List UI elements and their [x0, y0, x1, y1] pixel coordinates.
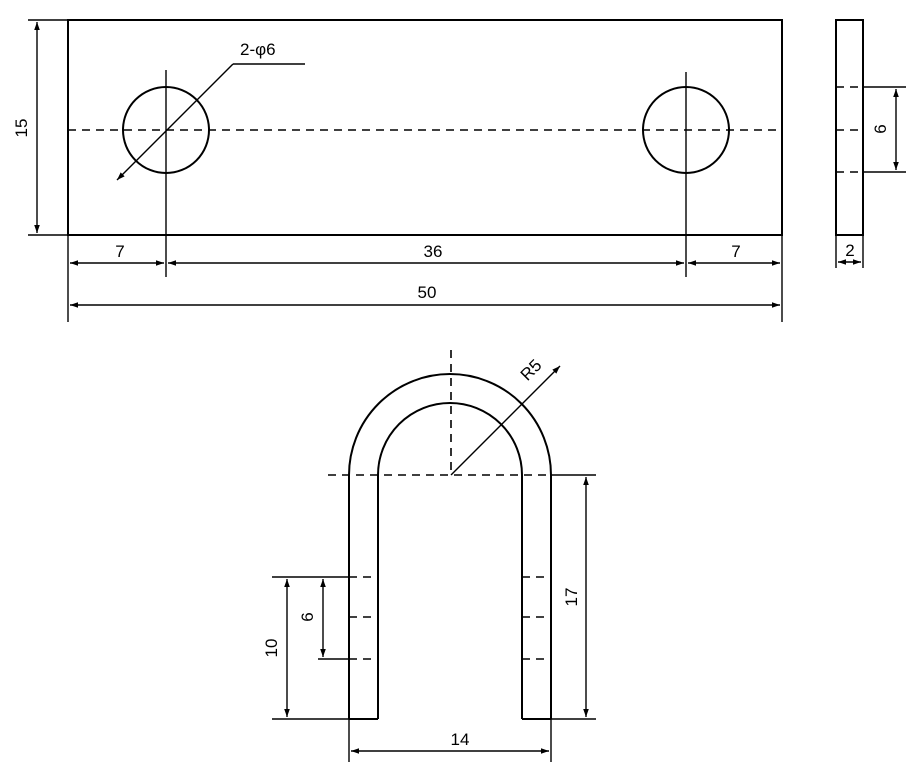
leg-slot-label: 6	[298, 612, 317, 621]
width-label: 14	[451, 730, 470, 749]
center-span-label: 36	[424, 242, 443, 261]
side-outline	[835, 19, 864, 236]
overall-length-label: 50	[418, 283, 437, 302]
side-slot-label: 6	[871, 124, 890, 133]
vertical-height-label: 17	[562, 588, 581, 607]
front-view: 2-φ6 15 7 36 7 50	[12, 19, 783, 322]
left-offset-label: 7	[115, 242, 124, 261]
hole-diameter-label: 2-φ6	[240, 40, 276, 59]
side-view: 6 2	[835, 19, 906, 268]
radius-leader	[450, 365, 561, 476]
height-label: 15	[12, 119, 31, 138]
u-outer-outline	[348, 373, 552, 719]
radius-label: R5	[517, 356, 546, 385]
hole-diameter-leader	[116, 63, 234, 181]
thickness-label: 2	[845, 241, 854, 260]
plate-outline	[67, 19, 783, 236]
right-offset-label: 7	[731, 242, 740, 261]
leg-span-label: 10	[262, 639, 281, 658]
u-shape-view: R5 10 6 17 14	[262, 350, 596, 762]
u-inner-outline	[377, 402, 523, 719]
